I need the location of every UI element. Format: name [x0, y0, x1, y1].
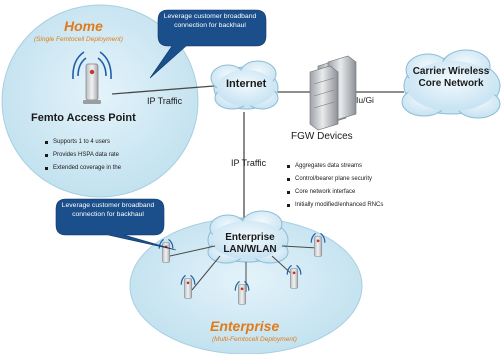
callout-top-shape: [149, 9, 267, 79]
femto-access-point-icon: [72, 51, 112, 104]
callout-enterprise-text: Leverage customer broadband connection f…: [61, 202, 155, 218]
home-title: Home: [64, 18, 103, 34]
link-femto-internet: [111, 85, 215, 95]
femto-feature-item: Provides HSPA data rate: [44, 149, 121, 162]
home-subtitle: (Single Femtocell Deployment): [34, 36, 123, 43]
fgw-feature-item: Initially modified/enhanced RNCs: [286, 199, 383, 212]
femto-feature-item: Supports 1 to 4 users: [44, 136, 121, 149]
enterprise-lan-label: Enterprise LAN/WLAN: [223, 232, 277, 255]
callout-top-text: Leverage customer broadband connection f…: [163, 13, 257, 29]
internet-label: Internet: [226, 78, 267, 90]
fgw-feature-item: Control/bearer plane security: [286, 173, 383, 186]
carrier-label: Carrier Wireless Core Network: [412, 66, 490, 89]
enterprise-subtitle: (Multi-Femtocell Deployment): [212, 336, 297, 343]
fgw-label: FGW Devices: [291, 131, 353, 142]
femto-feature-item: Extended coverage in the: [44, 162, 121, 175]
ip-traffic-label-mid: IP Traffic: [231, 158, 267, 168]
enterprise-access-point-icon: [180, 274, 196, 299]
fgw-feature-item: Core network interface: [286, 186, 383, 199]
fgw-feature-item: Aggregates data streams: [286, 160, 383, 173]
enterprise-access-point-icon: [286, 264, 302, 289]
enterprise-links: [169, 245, 319, 292]
fgw-server-stack: [309, 55, 357, 131]
callout-enterprise-shape: [55, 198, 177, 251]
enterprise-access-point-icon: [310, 232, 326, 257]
ip-traffic-label-top: IP Traffic: [147, 96, 183, 106]
fgw-feature-list: Aggregates data streams Control/bearer p…: [286, 160, 383, 212]
femto-label: Femto Access Point: [31, 112, 136, 124]
enterprise-access-point-icon: [234, 280, 250, 305]
iu-gi-label: Iu/Gi: [356, 95, 374, 105]
femto-feature-list: Supports 1 to 4 users Provides HSPA data…: [44, 136, 121, 175]
enterprise-title: Enterprise: [210, 318, 280, 334]
